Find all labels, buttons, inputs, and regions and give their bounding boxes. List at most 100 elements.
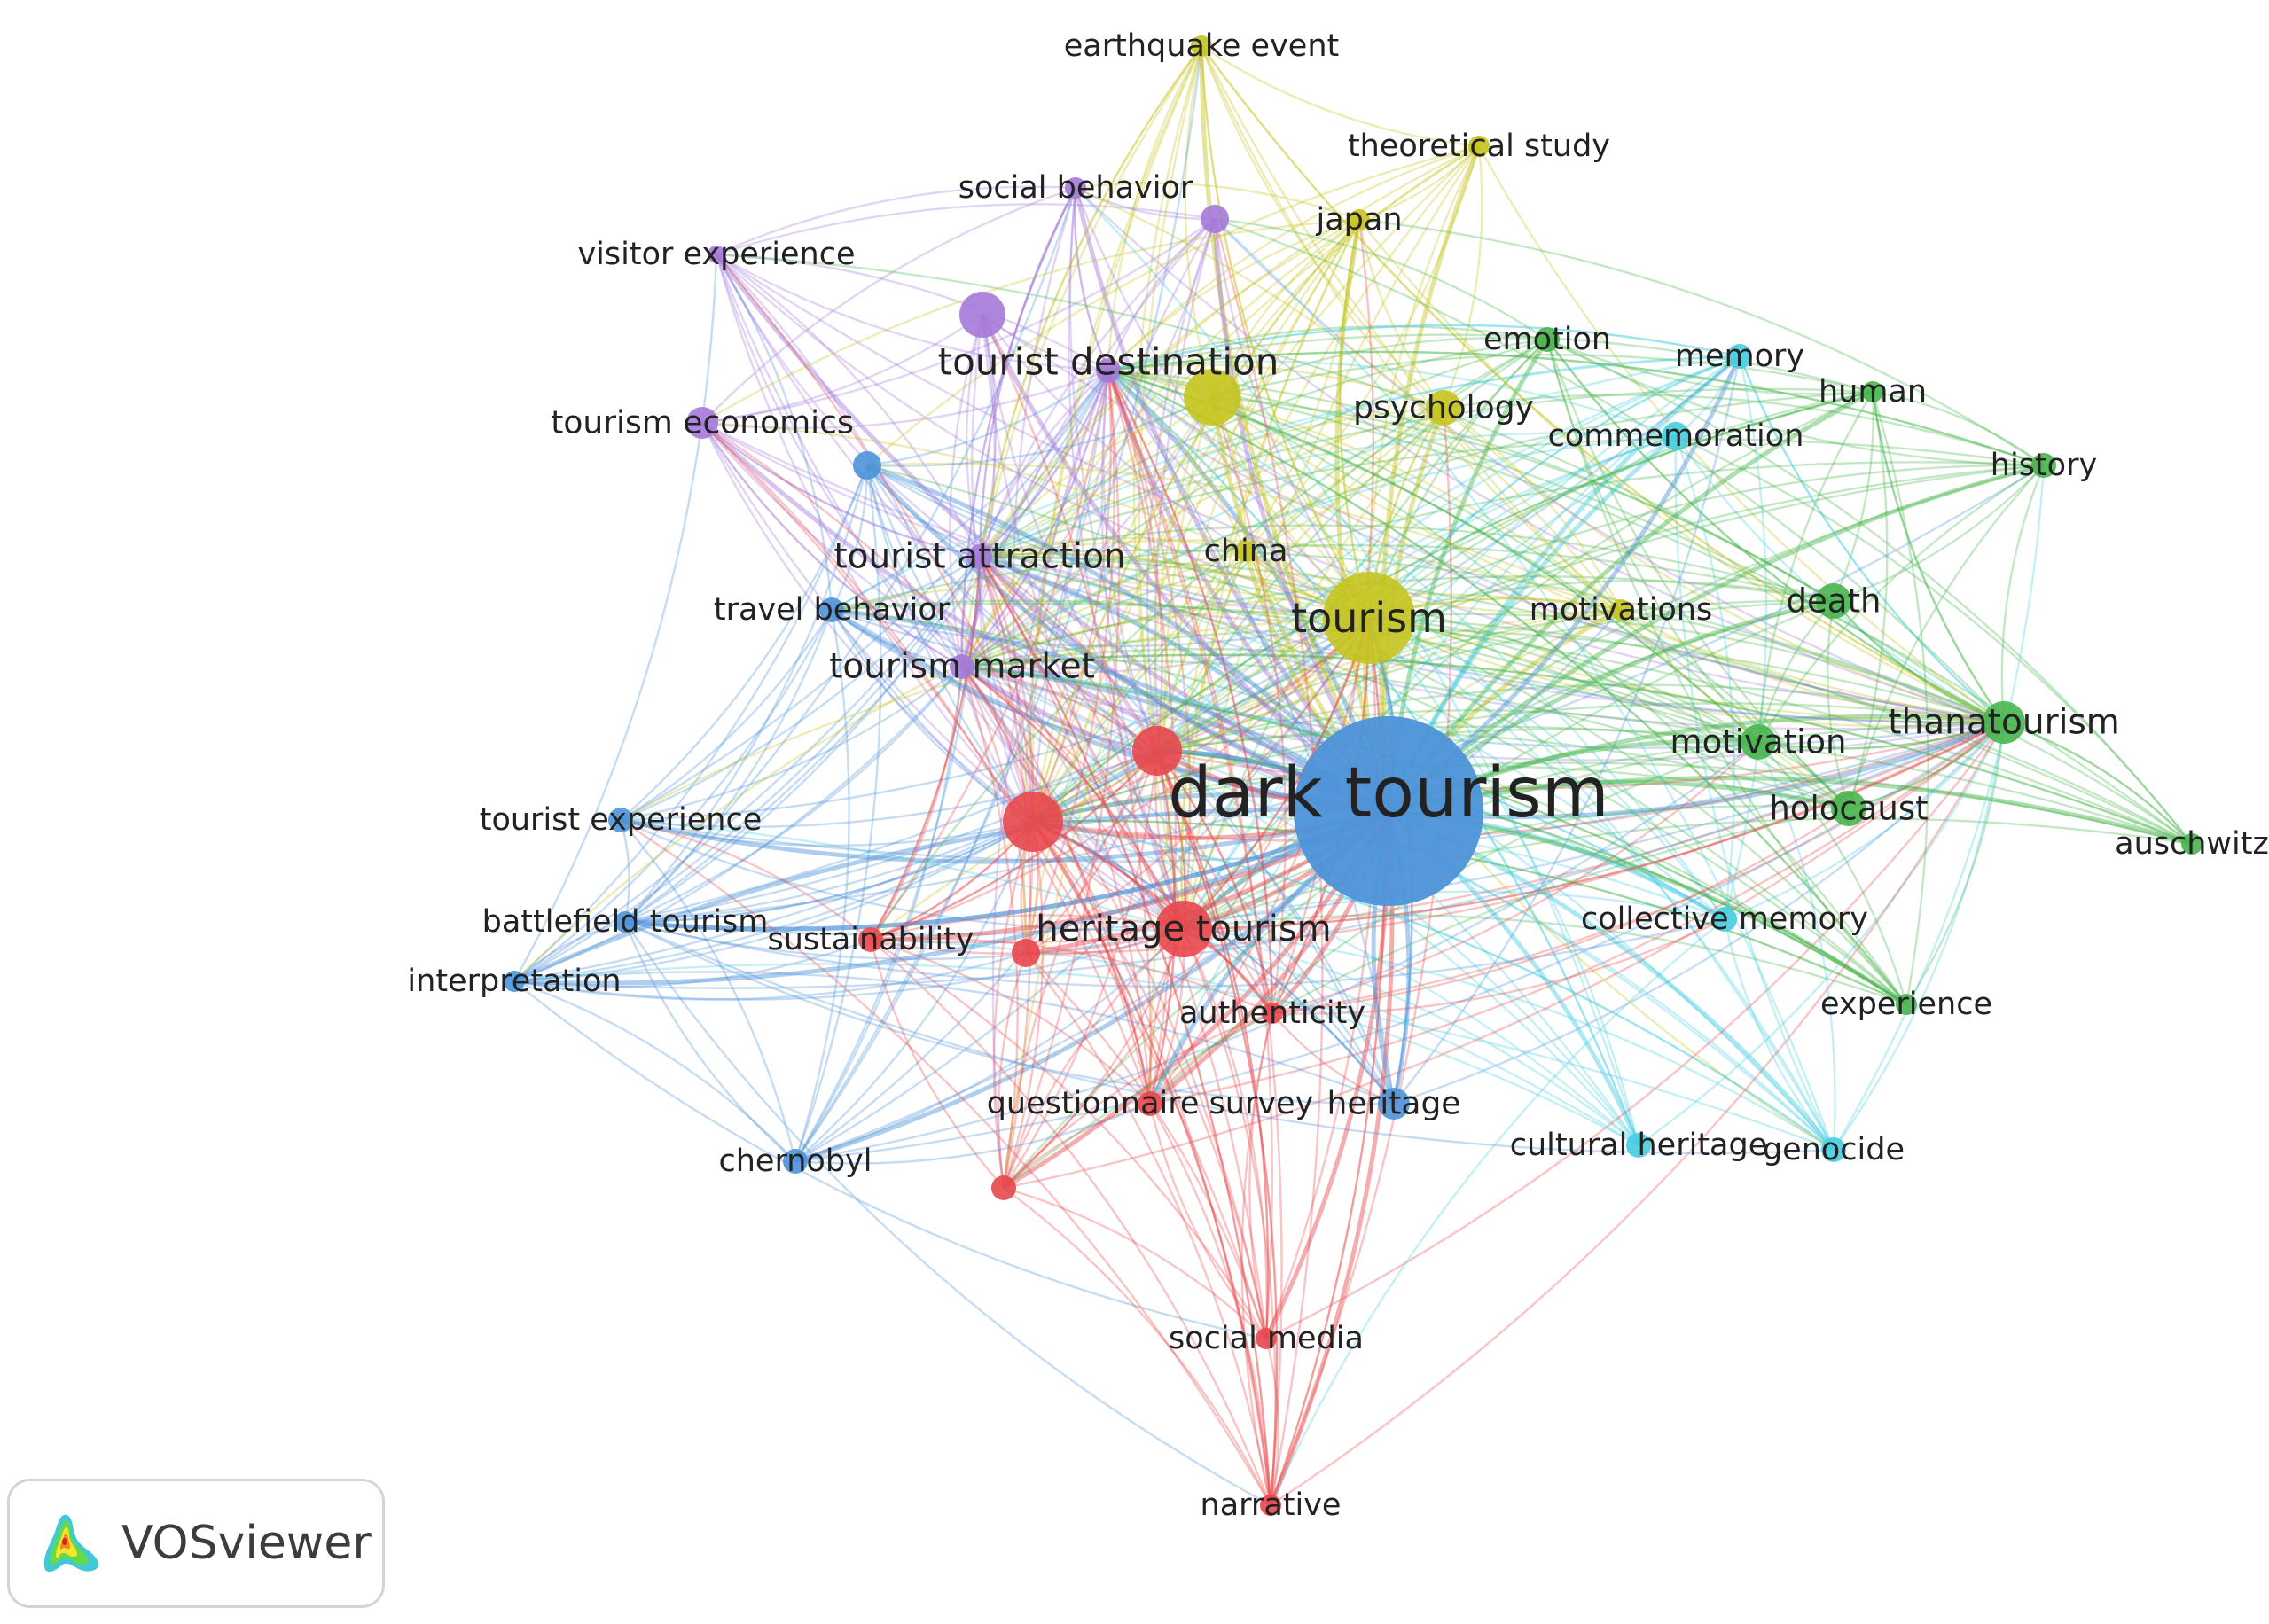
- node-narrative[interactable]: [1260, 1495, 1281, 1516]
- network-link: [978, 556, 1035, 823]
- network-link: [1148, 219, 1361, 1105]
- network-link: [869, 556, 982, 941]
- network-link: [1146, 218, 1217, 752]
- node-tourism-market[interactable]: [950, 654, 974, 679]
- node-u-red-4[interactable]: [991, 1175, 1016, 1200]
- node-visitor-experience[interactable]: [708, 246, 725, 263]
- node-u-red-1[interactable]: [1132, 726, 1182, 776]
- node-collective-memory[interactable]: [1712, 907, 1737, 932]
- node-motivation[interactable]: [1741, 724, 1776, 760]
- network-link: [1031, 821, 1272, 1506]
- node-authenticity[interactable]: [1262, 1003, 1283, 1024]
- network-link: [960, 144, 1480, 668]
- node-genocide[interactable]: [1821, 1137, 1846, 1162]
- network-link: [961, 660, 1850, 810]
- network-link: [1183, 914, 1907, 1006]
- network-link: [1032, 820, 1273, 1014]
- network-link: [1182, 219, 1361, 930]
- node-history[interactable]: [2031, 453, 2056, 478]
- node-interpretation[interactable]: [504, 971, 525, 992]
- network-link: [513, 920, 626, 982]
- node-heritage-tourism[interactable]: [1155, 901, 1212, 957]
- network-link: [981, 314, 1158, 752]
- node-china[interactable]: [1235, 541, 1256, 562]
- node-theoretical-study[interactable]: [1468, 136, 1490, 157]
- label-heritage: heritage: [1327, 1086, 1461, 1122]
- network-link: [961, 666, 1152, 1105]
- network-link: [1368, 616, 2005, 728]
- network-link: [1032, 820, 1273, 1014]
- network-link: [1075, 186, 1216, 221]
- node-thanatourism[interactable]: [1983, 701, 2025, 744]
- node-japan[interactable]: [1349, 209, 1370, 230]
- network-link: [1155, 219, 1360, 752]
- network-link: [1214, 217, 2005, 723]
- node-experience[interactable]: [1896, 994, 1917, 1015]
- node-u-purple-2[interactable]: [1201, 205, 1229, 233]
- network-link: [961, 666, 1268, 1339]
- network-link: [1184, 45, 1214, 398]
- network-link: [961, 666, 1185, 930]
- node-tourism-economics[interactable]: [686, 407, 718, 439]
- node-holocaust[interactable]: [1831, 791, 1866, 826]
- network-link: [1271, 722, 2005, 1015]
- node-earthquake-event[interactable]: [1191, 35, 1212, 57]
- node-social-media[interactable]: [1256, 1328, 1277, 1349]
- network-link: [1443, 407, 2005, 724]
- node-commemoration[interactable]: [1662, 422, 1690, 450]
- network-link: [979, 549, 2005, 724]
- network-link: [979, 338, 1548, 558]
- network-link: [624, 808, 1389, 932]
- network-link: [1200, 45, 1371, 619]
- node-human[interactable]: [1862, 381, 1883, 402]
- node-battlefield-tourism[interactable]: [614, 911, 636, 933]
- network-link: [701, 421, 1370, 620]
- network-link: [512, 807, 1389, 984]
- node-travel-behavior[interactable]: [819, 597, 844, 622]
- node-u-red-3[interactable]: [1012, 939, 1040, 967]
- node-chernobyl[interactable]: [783, 1149, 808, 1174]
- network-link: [701, 314, 983, 425]
- node-questionnaire-survey[interactable]: [1138, 1091, 1162, 1116]
- network-link: [1032, 355, 1741, 823]
- network-link: [979, 555, 1370, 622]
- node-death[interactable]: [1816, 583, 1851, 619]
- network-link: [978, 556, 1152, 1105]
- node-tourist-attraction[interactable]: [967, 544, 992, 569]
- network-link: [870, 914, 1185, 941]
- node-psychology[interactable]: [1426, 390, 1461, 426]
- node-motivations[interactable]: [1610, 599, 1631, 621]
- network-link: [620, 818, 872, 941]
- node-tourist-destination[interactable]: [1096, 358, 1121, 383]
- node-auschwitz[interactable]: [2181, 833, 2202, 855]
- node-u-red-2[interactable]: [1003, 792, 1063, 852]
- network-link: [979, 524, 1835, 603]
- network-link: [961, 396, 1214, 668]
- node-cultural-heritage[interactable]: [1626, 1133, 1651, 1158]
- network-link: [1180, 550, 1248, 930]
- network-link: [513, 721, 2005, 989]
- node-u-purple-1[interactable]: [959, 292, 1005, 338]
- network-link: [979, 552, 1370, 620]
- network-link: [716, 254, 982, 558]
- network-link: [1244, 219, 1361, 552]
- network-link: [1240, 1012, 1274, 1506]
- node-dark-tourism[interactable]: [1294, 716, 1483, 906]
- node-tourist-experience[interactable]: [608, 808, 633, 832]
- network-link: [831, 602, 2193, 846]
- node-sustainability[interactable]: [858, 927, 883, 952]
- node-tourism[interactable]: [1323, 572, 1415, 664]
- node-emotion[interactable]: [1535, 327, 1560, 352]
- node-heritage[interactable]: [1378, 1088, 1410, 1120]
- node-u-blue-1[interactable]: [853, 451, 881, 480]
- network-link: [992, 821, 1035, 1189]
- node-u-yellow-1[interactable]: [1184, 369, 1240, 426]
- node-social-behavior[interactable]: [1065, 177, 1086, 199]
- network-link: [513, 556, 981, 983]
- network-link: [624, 749, 1158, 924]
- node-memory[interactable]: [1727, 344, 1752, 369]
- network-link: [1148, 1103, 1272, 1506]
- network-link: [1003, 1011, 1273, 1189]
- network-link: [1031, 219, 1360, 823]
- network-link: [1245, 550, 1622, 614]
